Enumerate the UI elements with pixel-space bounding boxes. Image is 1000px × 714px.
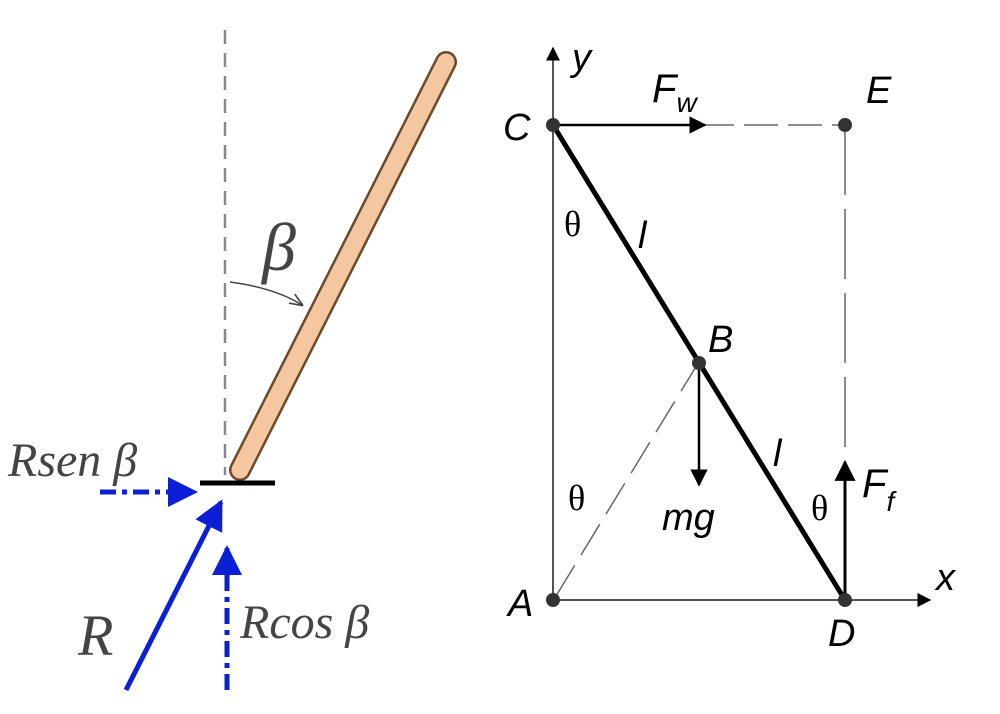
left-diagram: β Rsen β R Rcos β: [7, 30, 457, 692]
right-diagram: y x Fw mg Ff C E B A D l l: [503, 37, 957, 655]
lower-length-label: l: [773, 433, 783, 475]
wall-force-sub: w: [676, 87, 698, 118]
resultant-force-arrow: [123, 499, 224, 692]
wall-force-label: Fw: [652, 67, 698, 118]
beta-label: β: [260, 209, 296, 285]
point-e-label: E: [866, 70, 892, 112]
weight-label: mg: [662, 497, 715, 539]
point-b-dot: [692, 356, 706, 370]
point-c-dot: [546, 118, 560, 132]
left-angle-label: θ: [568, 478, 585, 518]
upper-length-label: l: [638, 215, 648, 257]
diagonal-dashed-line: [555, 364, 698, 597]
rod: [231, 53, 455, 479]
point-c-label: C: [503, 107, 531, 149]
wall-force-base: F: [652, 67, 679, 111]
vertical-force-label: Rcos β: [239, 596, 369, 649]
point-d-dot: [838, 593, 852, 607]
point-e-dot: [838, 118, 852, 132]
point-a-label: A: [506, 583, 533, 625]
friction-force-base: F: [862, 462, 889, 506]
friction-force-sub: f: [886, 486, 897, 517]
point-d-label: D: [828, 613, 855, 655]
y-axis-label: y: [569, 37, 593, 79]
resultant-force-label: R: [77, 603, 113, 668]
point-b-label: B: [708, 319, 733, 361]
horizontal-force-label: Rsen β: [7, 434, 137, 487]
angle-arc: [229, 281, 302, 305]
point-a-dot: [546, 593, 560, 607]
top-angle-label: θ: [564, 204, 581, 244]
x-axis-label: x: [934, 557, 957, 599]
right-angle-label: θ: [811, 488, 828, 528]
friction-force-label: Ff: [862, 462, 897, 517]
